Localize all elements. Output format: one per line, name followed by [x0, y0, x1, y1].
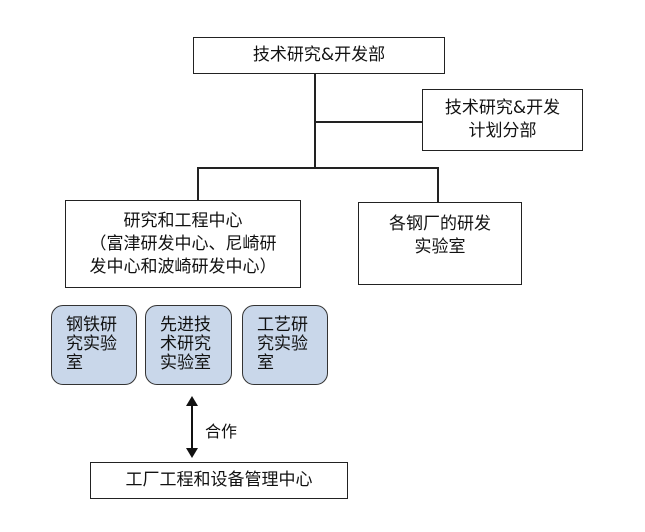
node-label-line: 实验室: [414, 237, 466, 257]
node-process-research-lab: 工艺研 究实验 室: [242, 305, 328, 385]
node-label-line: 计划分部: [468, 121, 537, 141]
node-label: 技术研究&开发部: [252, 45, 386, 65]
node-research-engineering-center: 研究和工程中心 （富津研发中心、尼崎研 发中心和波崎研发中心）: [65, 200, 301, 288]
arrow-up-icon: [186, 396, 198, 406]
node-label-line: 研究和工程中心: [123, 210, 243, 231]
node-label-line: 发中心和波崎研发中心）: [89, 256, 277, 277]
connector-to-research-center: [197, 167, 199, 201]
node-plant-engineering-center: 工厂工程和设备管理中心: [90, 462, 348, 499]
node-label-line: 究实验: [66, 334, 117, 354]
node-label-line: （富津研发中心、尼崎研: [89, 233, 277, 254]
node-mill-rd-labs: 各钢厂的研发 实验室: [358, 202, 522, 285]
node-label-line: 室: [257, 353, 274, 373]
node-label-line: 先进技: [160, 315, 211, 335]
connector-to-mill-labs: [437, 167, 439, 203]
node-tech-rd-dept: 技术研究&开发部: [193, 37, 445, 74]
node-label-line: 究实验: [257, 334, 308, 354]
connector-branch-bar: [197, 167, 439, 169]
node-label-line: 室: [66, 353, 83, 373]
node-advanced-tech-lab: 先进技 术研究 实验室: [145, 305, 232, 385]
node-planning-division: 技术研究&开发 计划分部: [422, 89, 583, 151]
node-label: 工厂工程和设备管理中心: [125, 470, 313, 490]
node-label-line: 技术研究&开发: [444, 98, 561, 118]
node-label-line: 实验室: [160, 353, 211, 373]
connector-to-planning: [314, 121, 422, 123]
node-label-line: 术研究: [160, 334, 211, 354]
node-label-line: 各钢厂的研发: [389, 214, 491, 234]
cooperation-label: 合作: [205, 422, 238, 441]
node-label-line: 工艺研: [257, 315, 308, 335]
cooperation-arrow: [191, 404, 193, 450]
arrow-down-icon: [186, 448, 198, 458]
node-steel-research-lab: 钢铁研 究实验 室: [51, 305, 137, 385]
node-label-line: 钢铁研: [66, 315, 117, 335]
